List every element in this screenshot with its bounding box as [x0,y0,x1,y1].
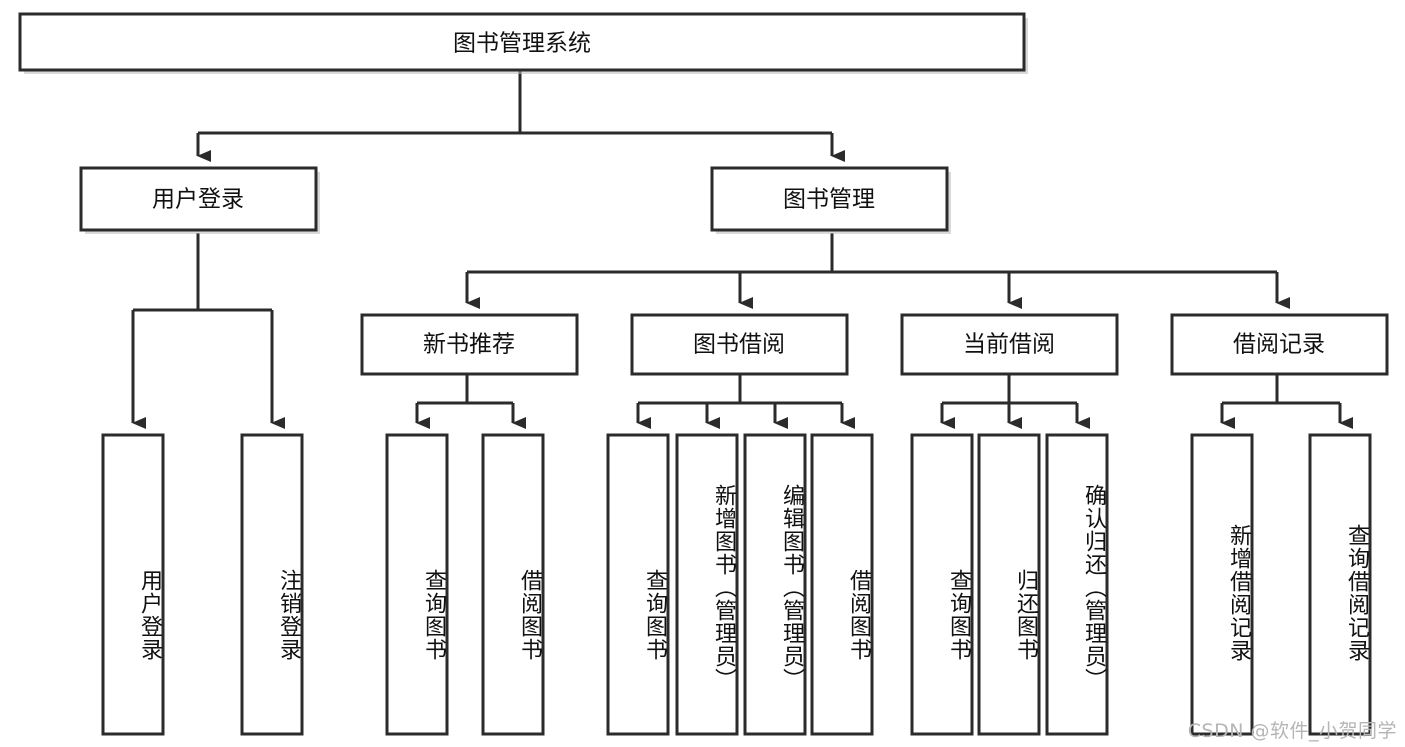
user-login-label: 用户登录 [152,187,244,213]
book-borrow-box[interactable] [630,313,849,376]
node-book-manage[interactable]: 图书管理 [710,166,951,234]
user-login-box[interactable] [79,166,318,232]
leaf-box-record-2[interactable] [1308,433,1372,736]
leaf-box-current-3[interactable] [1045,433,1109,736]
leaf-box-record-1[interactable] [1190,433,1254,736]
leaf-box-borrow-4[interactable] [810,433,874,736]
book-manage-box[interactable] [710,166,949,232]
node-new-book-recommend[interactable]: 新书推荐 [360,313,579,376]
book-borrow-label: 图书借阅 [693,332,785,358]
node-current-borrow[interactable]: 当前借阅 [900,313,1119,376]
current-borrow-box[interactable] [900,313,1119,376]
node-borrow-record[interactable]: 借阅记录 [1170,313,1389,376]
watermark-text: CSDN @软件_小贺同学 [1187,720,1397,742]
leaf-box-borrow-1[interactable] [606,433,670,736]
new-book-recommend-label: 新书推荐 [423,332,515,358]
node-book-borrow[interactable]: 图书借阅 [630,313,849,376]
borrow-record-box[interactable] [1170,313,1389,376]
leaf-box-new-book-1[interactable] [385,433,449,736]
book-manage-label: 图书管理 [783,187,875,213]
new-book-recommend-box[interactable] [360,313,579,376]
leaf-box-user-login-1[interactable] [101,433,165,736]
root-box[interactable] [18,12,1026,72]
root-label: 图书管理系统 [453,31,591,57]
current-borrow-label: 当前借阅 [963,332,1055,358]
leaf-box-group [101,433,1372,736]
edge-group [131,70,1353,429]
leaf-box-borrow-3[interactable] [743,433,807,736]
leaf-box-new-book-2[interactable] [481,433,545,736]
leaf-box-borrow-2[interactable] [675,433,739,736]
node-user-login[interactable]: 用户登录 [79,166,320,234]
borrow-record-label: 借阅记录 [1233,332,1325,358]
leaf-box-user-login-2[interactable] [240,433,304,736]
node-root[interactable]: 图书管理系统 [18,12,1028,74]
leaf-box-current-1[interactable] [910,433,974,736]
leaf-box-current-2[interactable] [977,433,1041,736]
